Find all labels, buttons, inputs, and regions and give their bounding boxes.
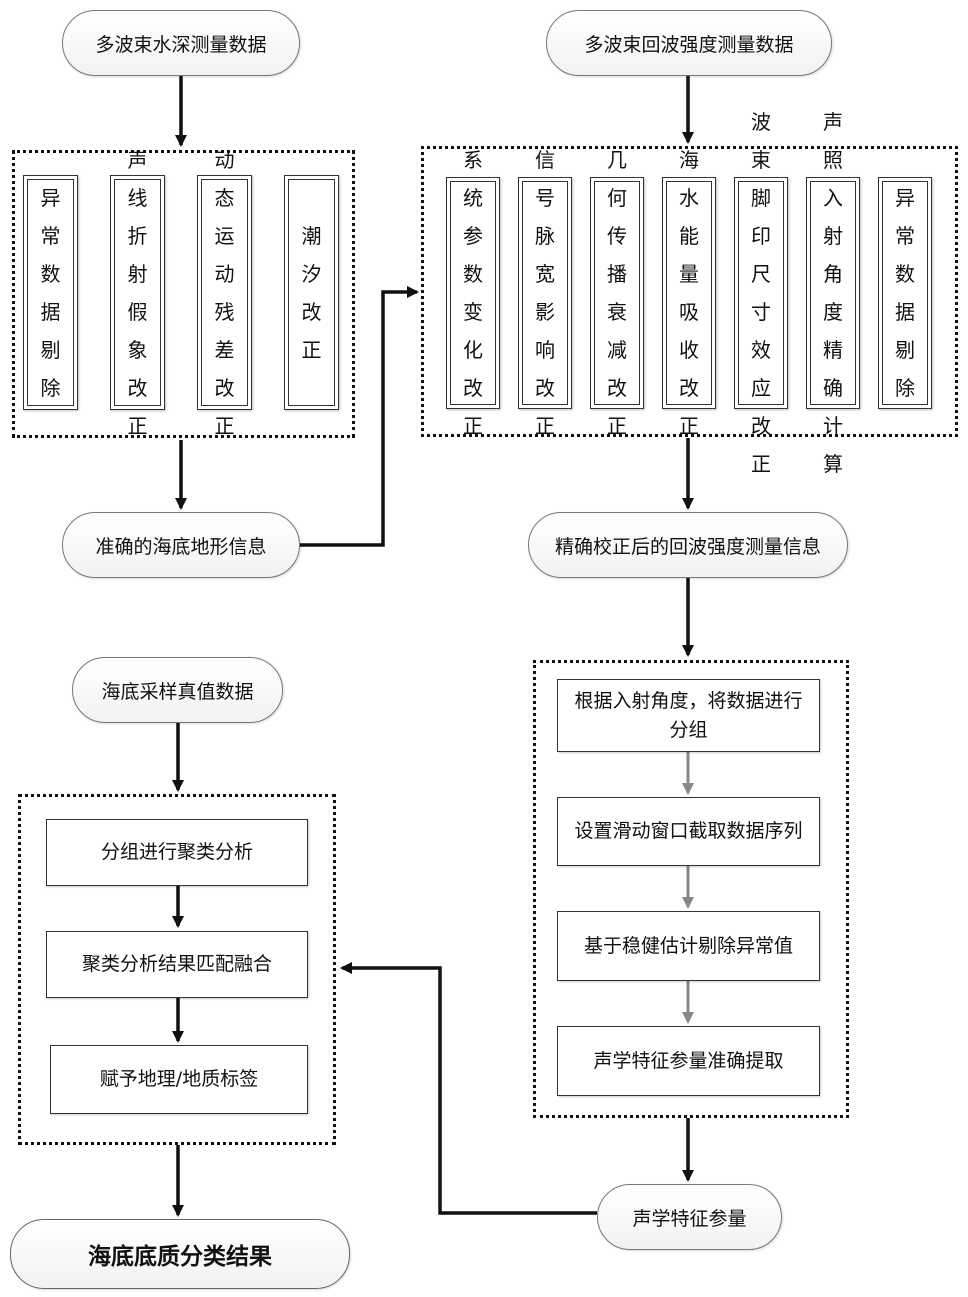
cluster-step-labeling: 赋予地理/地质标签 [50,1045,308,1114]
bs-step-pulse-width-correction: 信号脉宽影响改正 [518,177,572,409]
sampling-data-terminal: 海底采样真值数据 [72,657,283,723]
bathy-step-refraction-correction: 声线折射假象改正 [110,175,165,410]
feature-step-group-by-angle: 根据入射角度，将数据进行分组 [557,679,820,752]
corrected-backscatter-terminal: 精确校正后的回波强度测量信息 [528,512,848,578]
bs-step-absorption-correction: 海水能量吸收改正 [662,177,716,409]
feature-step-sliding-window: 设置滑动窗口截取数据序列 [557,797,820,866]
classification-result-terminal: 海底底质分类结果 [10,1219,350,1289]
acoustic-params-terminal: 声学特征参量 [597,1184,782,1250]
feature-step-robust-outlier-removal: 基于稳健估计剔除异常值 [557,911,820,981]
terrain-info-terminal: 准确的海底地形信息 [62,512,300,578]
bathy-step-outlier-removal: 异常数据剔除 [23,175,78,410]
bathymetry-data-terminal: 多波束水深测量数据 [62,10,300,76]
bs-step-outlier-removal: 异常数据剔除 [878,177,932,409]
bs-step-system-parameter-correction: 系统参数变化改正 [446,177,500,409]
feature-step-acoustic-extraction: 声学特征参量准确提取 [557,1026,820,1096]
bs-step-footprint-correction: 波束脚印尺寸效应改正 [734,177,788,409]
cluster-step-analysis: 分组进行聚类分析 [46,819,308,886]
bs-step-spreading-loss-correction: 几何传播衰减改正 [590,177,644,409]
cluster-step-fusion: 聚类分析结果匹配融合 [46,931,308,998]
bs-step-incidence-angle-calculation: 声照入射角度精确计算 [806,177,860,409]
backscatter-data-terminal: 多波束回波强度测量数据 [546,10,832,76]
bathy-step-tide-correction: 潮汐改正 [284,175,339,410]
bathy-step-motion-residual-correction: 动态运动残差改正 [197,175,252,410]
